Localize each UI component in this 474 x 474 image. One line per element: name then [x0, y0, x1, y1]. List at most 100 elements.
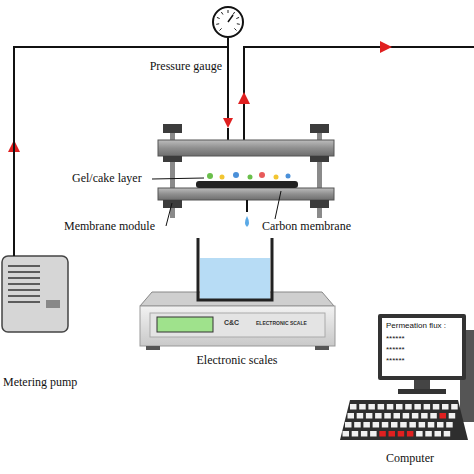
brand-text: C&C [224, 319, 239, 327]
computer [340, 400, 468, 440]
membrane-press [310, 124, 329, 133]
computer [400, 422, 407, 428]
pipe [228, 38, 474, 142]
computer [345, 422, 352, 428]
membrane-press [246, 200, 248, 212]
membrane-press [163, 124, 182, 133]
computer [398, 389, 446, 394]
cake-particle [259, 172, 265, 178]
cake-particle [248, 175, 253, 180]
computer [387, 404, 394, 410]
pump-unit: Metering pump [0, 256, 68, 332]
node-label: Computer [386, 452, 434, 466]
computer [343, 431, 350, 437]
pump-body [2, 256, 68, 332]
computer [348, 413, 355, 419]
flow-arrow [238, 92, 250, 104]
screen-text: ****** [386, 334, 405, 343]
computer [357, 413, 364, 419]
flow-arrow [380, 41, 392, 53]
computer-monitor: Permeation flux :******************Compu… [378, 314, 466, 380]
part-label: Gel/cake layer [72, 172, 142, 186]
pressure-gauge: Pressure gauge [212, 6, 244, 38]
membrane-press [158, 188, 334, 200]
pump-body [46, 300, 60, 308]
membrane-press [310, 200, 329, 208]
computer [379, 431, 386, 437]
panel-text: ELECTRONIC SCALE [256, 321, 307, 327]
cake-particle [220, 175, 225, 180]
pipe [244, 47, 474, 140]
computer [424, 404, 431, 410]
beaker [198, 238, 272, 300]
cake-particle [233, 172, 239, 178]
leader-line [152, 178, 281, 226]
pump-body [8, 277, 40, 279]
membrane-press [310, 156, 329, 162]
computer [350, 404, 357, 410]
gauge-face [214, 8, 242, 36]
pump-body [8, 266, 40, 302]
leader-line [275, 191, 281, 219]
computer [416, 431, 423, 437]
flow-arrow [8, 41, 392, 152]
computer [354, 422, 361, 428]
leader-line [166, 203, 172, 226]
beaker [200, 258, 270, 299]
computer [384, 413, 391, 419]
scale-body [315, 346, 329, 350]
computer [391, 422, 398, 428]
part-label: Carbon membrane [262, 220, 351, 234]
membrane-press [158, 124, 334, 227]
membrane-press [158, 140, 334, 156]
computer [403, 413, 410, 419]
computer [425, 431, 432, 437]
computer [412, 413, 419, 419]
pump-body [8, 271, 40, 273]
computer [414, 404, 421, 410]
computer [368, 404, 375, 410]
computer [363, 422, 370, 428]
computer [421, 413, 428, 419]
cake-particle [274, 175, 279, 180]
computer [389, 431, 396, 437]
pump-body [2, 256, 68, 332]
computer [444, 431, 451, 437]
computer [430, 413, 437, 419]
pump-body [8, 295, 40, 297]
leader-line [152, 178, 204, 179]
screen-text: ****** [386, 345, 405, 354]
computer [370, 431, 377, 437]
screen-text: Permeation flux : [386, 321, 446, 330]
pump-body [8, 283, 40, 285]
computer [419, 422, 426, 428]
cake-particle [207, 173, 213, 179]
computer [394, 413, 401, 419]
membrane-press [163, 156, 182, 162]
computer [398, 431, 405, 437]
computer [361, 431, 368, 437]
computer [435, 431, 442, 437]
computer [352, 431, 359, 437]
pipe [227, 38, 229, 47]
screen-text: ****** [386, 356, 405, 365]
computer [378, 404, 385, 410]
cake-particle [286, 174, 291, 179]
computer [396, 404, 403, 410]
computer [366, 413, 373, 419]
pump-body [8, 301, 40, 303]
computer [407, 431, 414, 437]
computer [440, 413, 447, 419]
computer [375, 413, 382, 419]
computer [437, 422, 444, 428]
membrane-module: Membrane module [158, 126, 334, 218]
scale-body [146, 346, 160, 350]
computer [409, 422, 416, 428]
computer [343, 404, 458, 437]
computer [449, 413, 456, 419]
pump-body [8, 265, 40, 267]
computer [451, 404, 458, 410]
computer [442, 404, 449, 410]
